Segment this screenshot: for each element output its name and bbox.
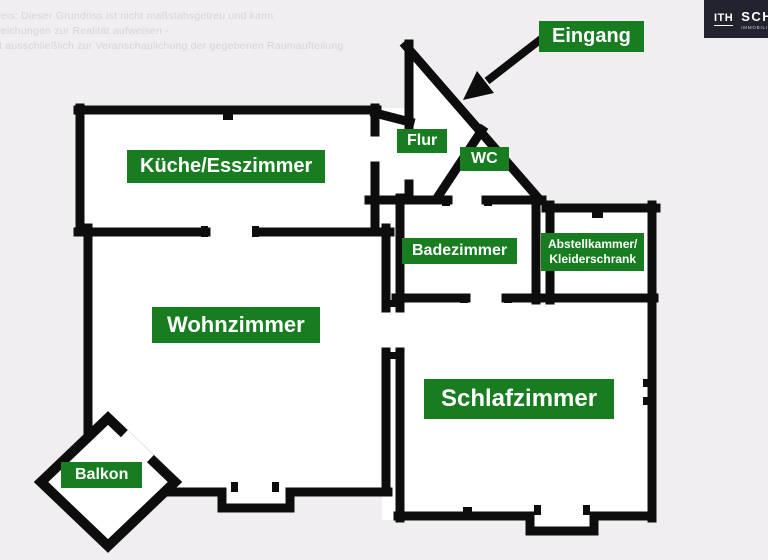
entrance-arrow-icon — [463, 32, 548, 100]
brand-logo: ITH SCHANTL IMMOBILIENTREUHAND — [704, 0, 768, 38]
room-label-badezimmer: Badezimmer — [402, 238, 518, 264]
logo-tagline-text: IMMOBILIENTREUHAND — [741, 24, 768, 30]
room-fills — [76, 44, 656, 534]
abstellkammer-line-1: Abstellkammer/ — [548, 237, 638, 251]
disclaimer-line: weis: Dieser Grundriss ist nicht maßstab… — [0, 10, 274, 22]
room-label-abstellkammer: Abstellkammer/ Kleiderschrank — [541, 233, 645, 271]
room-label-wc: WC — [460, 147, 509, 171]
room-label-kueche-esszimmer: Küche/Esszimmer — [127, 150, 326, 183]
disclaimer-line: nt ausschließlich zur Veranschaulichung … — [0, 40, 344, 52]
abstellkammer-line-2: Kleiderschrank — [549, 252, 637, 266]
walls — [73, 39, 661, 536]
disclaimer-text: weis: Dieser Grundriss ist nicht maßstab… — [0, 9, 343, 54]
room-label-eingang: Eingang — [539, 21, 644, 52]
disclaimer-line: weichungen zur Realität aufweisen - — [0, 25, 169, 37]
room-label-balkon: Balkon — [61, 462, 143, 488]
room-label-schlafzimmer: Schlafzimmer — [424, 379, 615, 419]
ith-logo-icon: ITH — [714, 12, 734, 26]
room-label-flur: Flur — [397, 129, 448, 153]
room-label-wohnzimmer: Wohnzimmer — [152, 307, 320, 343]
logo-text: SCHANTL IMMOBILIENTREUHAND — [741, 9, 768, 30]
logo-brand-text: SCHANTL — [741, 8, 768, 24]
door-window-ticks — [201, 112, 652, 515]
